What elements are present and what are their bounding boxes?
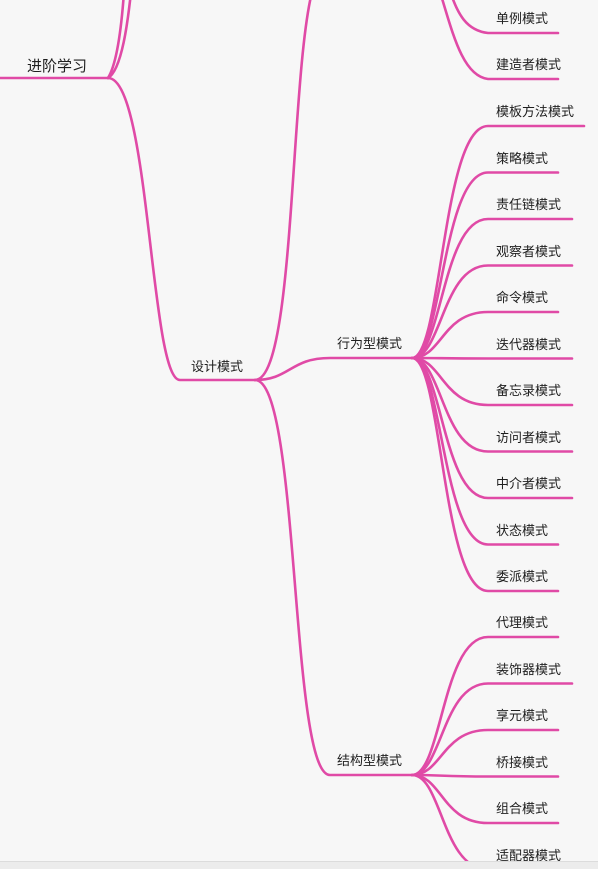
leaf-behavioral-edge-3	[410, 264, 574, 360]
leaf-behavioral-5[interactable]: 迭代器模式	[496, 337, 562, 353]
leaf-structural-edge-5	[410, 773, 487, 868]
leaf-behavioral-edge-1	[410, 171, 560, 360]
leaf-creational-0[interactable]: 单例模式	[496, 12, 549, 27]
creational-branch-bottom	[441, 0, 560, 81]
leaf-behavioral-0[interactable]: 模板方法模式	[496, 105, 575, 120]
leaf-behavioral-edge-4	[410, 310, 560, 360]
leaf-behavioral-edge-2	[410, 217, 574, 360]
leaf-structural-5[interactable]: 适配器模式	[496, 848, 562, 864]
leaf-structural-2[interactable]: 享元模式	[496, 709, 549, 724]
root-branch-up-2	[106, 0, 125, 80]
leaf-behavioral-2[interactable]: 责任链模式	[496, 198, 562, 213]
leaf-behavioral-10[interactable]: 委派模式	[496, 570, 549, 585]
root-branch-up-1	[106, 0, 132, 80]
leaf-structural-3[interactable]: 桥接模式	[496, 755, 549, 771]
leaf-structural-4[interactable]: 组合模式	[496, 802, 549, 817]
node-advanced-learning[interactable]: 进阶学习	[27, 57, 88, 75]
root-to-design-patterns	[106, 76, 257, 382]
leaf-structural-edge-1	[410, 682, 574, 777]
node-behavioral-patterns[interactable]: 行为型模式	[337, 337, 403, 352]
leaf-structural-edge-4	[410, 773, 560, 825]
leaf-behavioral-4[interactable]: 命令模式	[496, 291, 549, 306]
leaf-behavioral-edge-6	[410, 356, 574, 407]
leaf-behavioral-edge-10	[410, 356, 560, 593]
node-design-patterns[interactable]: 设计模式	[191, 360, 244, 375]
design-to-behavioral	[253, 356, 414, 382]
leaf-creational-1[interactable]: 建造者模式	[496, 58, 562, 73]
leaf-structural-edge-2	[410, 728, 560, 777]
leaf-structural-edge-3	[410, 773, 560, 778]
design-to-structural	[253, 378, 414, 777]
leaf-structural-0[interactable]: 代理模式	[496, 616, 549, 631]
creational-branch-top	[451, 0, 560, 35]
horizontal-scrollbar[interactable]	[0, 861, 598, 869]
leaf-behavioral-6[interactable]: 备忘录模式	[496, 384, 562, 399]
leaf-behavioral-edge-5	[410, 356, 574, 360]
behavioral-edges	[410, 124, 586, 593]
leaf-behavioral-7[interactable]: 访问者模式	[496, 430, 562, 446]
leaf-behavioral-1[interactable]: 策略模式	[496, 151, 549, 167]
leaf-behavioral-3[interactable]: 观察者模式	[496, 244, 562, 260]
design-to-creational	[253, 0, 312, 382]
leaf-structural-1[interactable]: 装饰器模式	[496, 662, 562, 678]
leaf-behavioral-8[interactable]: 中介者模式	[496, 477, 562, 492]
structural-edges	[410, 635, 574, 868]
node-structural-patterns[interactable]: 结构型模式	[337, 754, 403, 769]
leaf-behavioral-9[interactable]: 状态模式	[496, 523, 549, 539]
leaf-structural-edge-0	[410, 635, 560, 777]
